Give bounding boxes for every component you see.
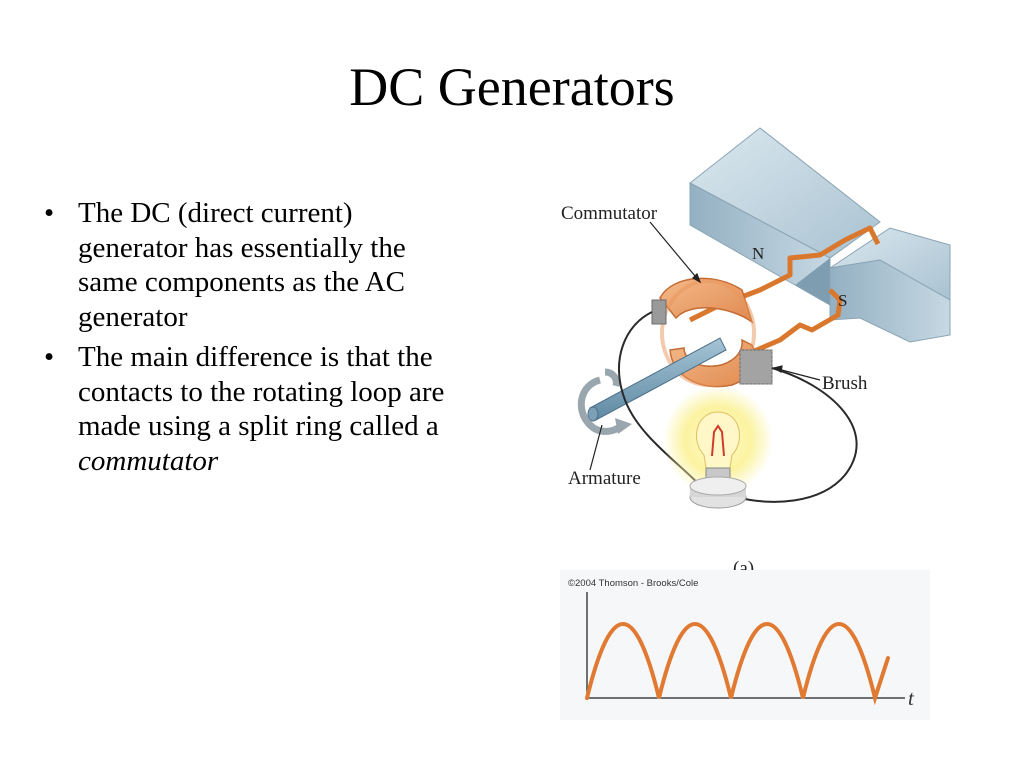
south-pole-label: S	[838, 291, 848, 310]
light-bulb-icon	[663, 385, 773, 509]
south-magnet	[829, 227, 951, 343]
bullet-dot-icon: •	[44, 197, 55, 229]
bullet-emphasis: commutator	[78, 444, 219, 477]
commutator-ring	[659, 277, 756, 388]
brush-label: Brush	[822, 373, 868, 394]
bullet-dot-icon: •	[44, 341, 55, 373]
waveform-line	[585, 622, 890, 706]
north-pole-label: N	[752, 244, 765, 263]
rectified-waveform-graph	[560, 570, 930, 720]
bullet-text: The main difference is that the contacts…	[78, 341, 445, 442]
callout-lines	[589, 221, 821, 471]
time-axis-label: t	[908, 686, 914, 710]
north-magnet	[689, 127, 881, 306]
bullet-item: • The DC (direct current) generator has …	[42, 196, 462, 334]
bullet-text: The DC (direct current) generator has es…	[78, 197, 406, 333]
brush-blocks	[651, 299, 773, 385]
rotation-arrow-icon	[577, 368, 632, 435]
commutator-label: Commutator	[561, 203, 658, 224]
armature-label: Armature	[568, 468, 641, 489]
bullet-list: • The DC (direct current) generator has …	[42, 196, 462, 484]
copyright-notice: ©2004 Thomson - Brooks/Cole	[568, 578, 699, 589]
generator-diagram	[577, 127, 951, 509]
bullet-item: • The main difference is that the contac…	[42, 340, 462, 478]
slide-title: DC Generators	[349, 57, 675, 117]
